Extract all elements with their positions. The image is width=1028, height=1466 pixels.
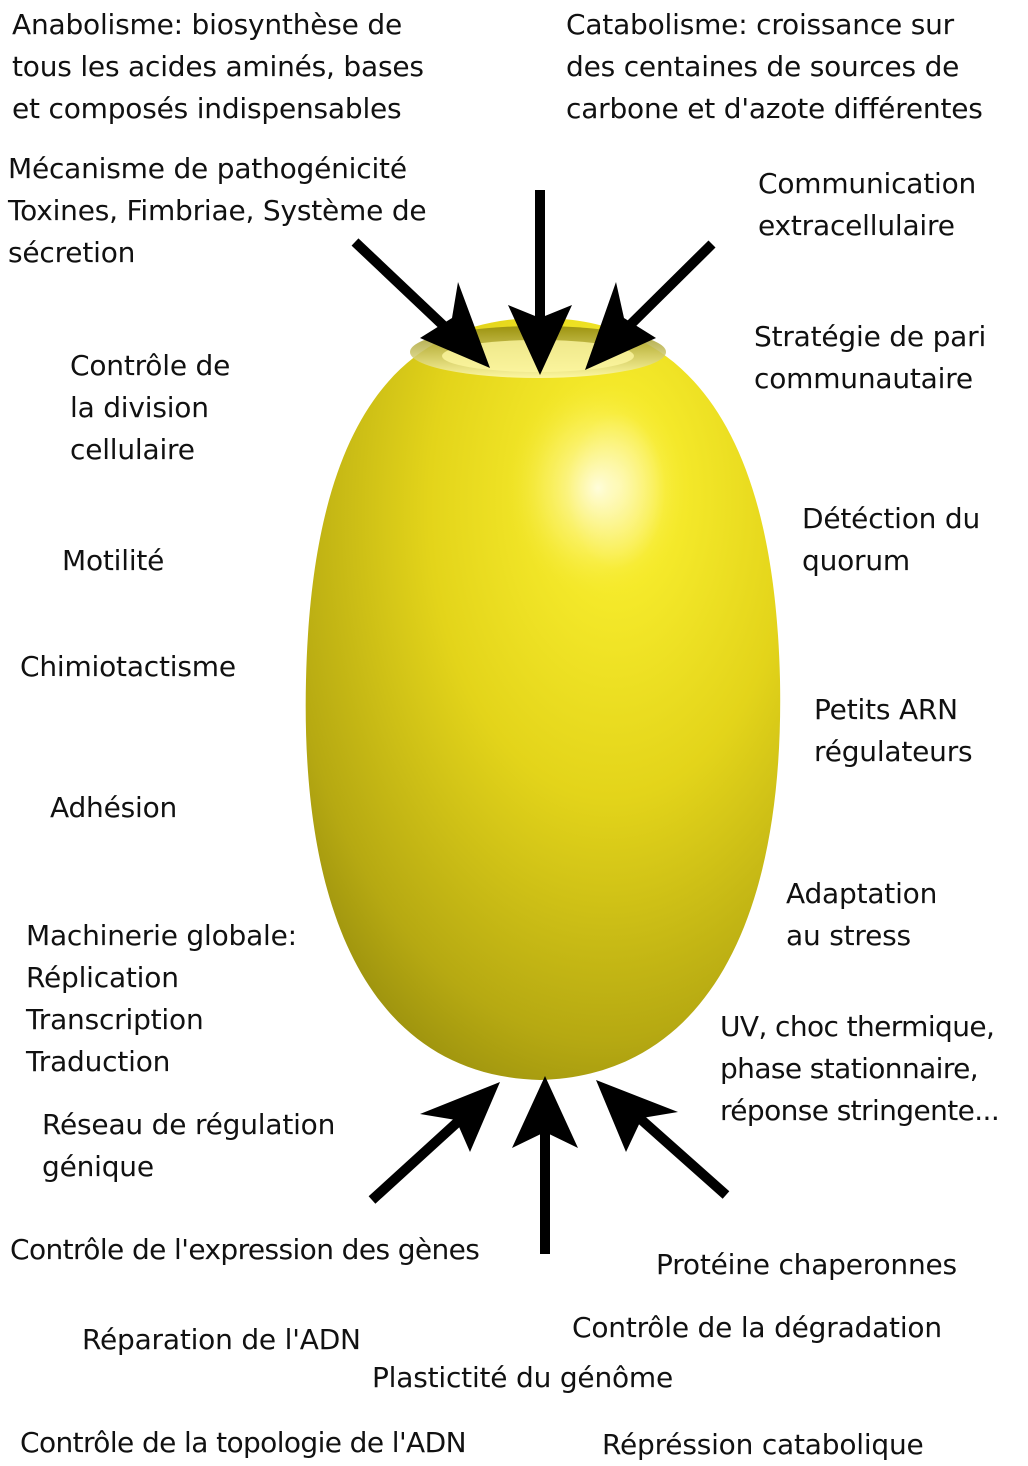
label-reparation: Réparation de l'ADN (82, 1319, 361, 1361)
label-uv: UV, choc thermique, phase stationnaire, … (720, 1006, 999, 1132)
label-plasticite: Plastictité du génôme (372, 1357, 673, 1399)
label-strategie: Stratégie de pari communautaire (754, 316, 986, 400)
label-chimiotactisme: Chimiotactisme (20, 646, 236, 688)
label-reseau: Réseau de régulation génique (42, 1104, 335, 1188)
label-chaperonnes: Protéine chaperonnes (656, 1244, 957, 1286)
label-anabolisme: Anabolisme: biosynthèse de tous les acid… (12, 4, 424, 130)
label-motilite: Motilité (62, 540, 164, 582)
label-division: Contrôle de la division cellulaire (70, 345, 230, 471)
label-catabolisme: Catabolisme: croissance sur des centaine… (566, 4, 983, 130)
label-expression: Contrôle de l'expression des gènes (10, 1229, 479, 1271)
label-communication: Communication extracellulaire (758, 163, 976, 247)
label-adhesion: Adhésion (50, 787, 177, 829)
label-topologie: Contrôle de la topologie de l'ADN (20, 1422, 466, 1464)
label-adaptation: Adaptation au stress (786, 873, 937, 957)
label-degradation: Contrôle de la dégradation (572, 1307, 942, 1349)
label-repression: Répréssion catabolique (602, 1424, 924, 1466)
label-petits-arn: Petits ARN régulateurs (814, 689, 972, 773)
label-quorum: Détéction du quorum (802, 498, 980, 582)
label-machinerie: Machinerie globale: Réplication Transcri… (26, 915, 297, 1083)
label-pathogenicite: Mécanisme de pathogénicité Toxines, Fimb… (8, 148, 426, 274)
bottom-arrows (372, 1076, 726, 1254)
cell-highlight (506, 378, 690, 598)
